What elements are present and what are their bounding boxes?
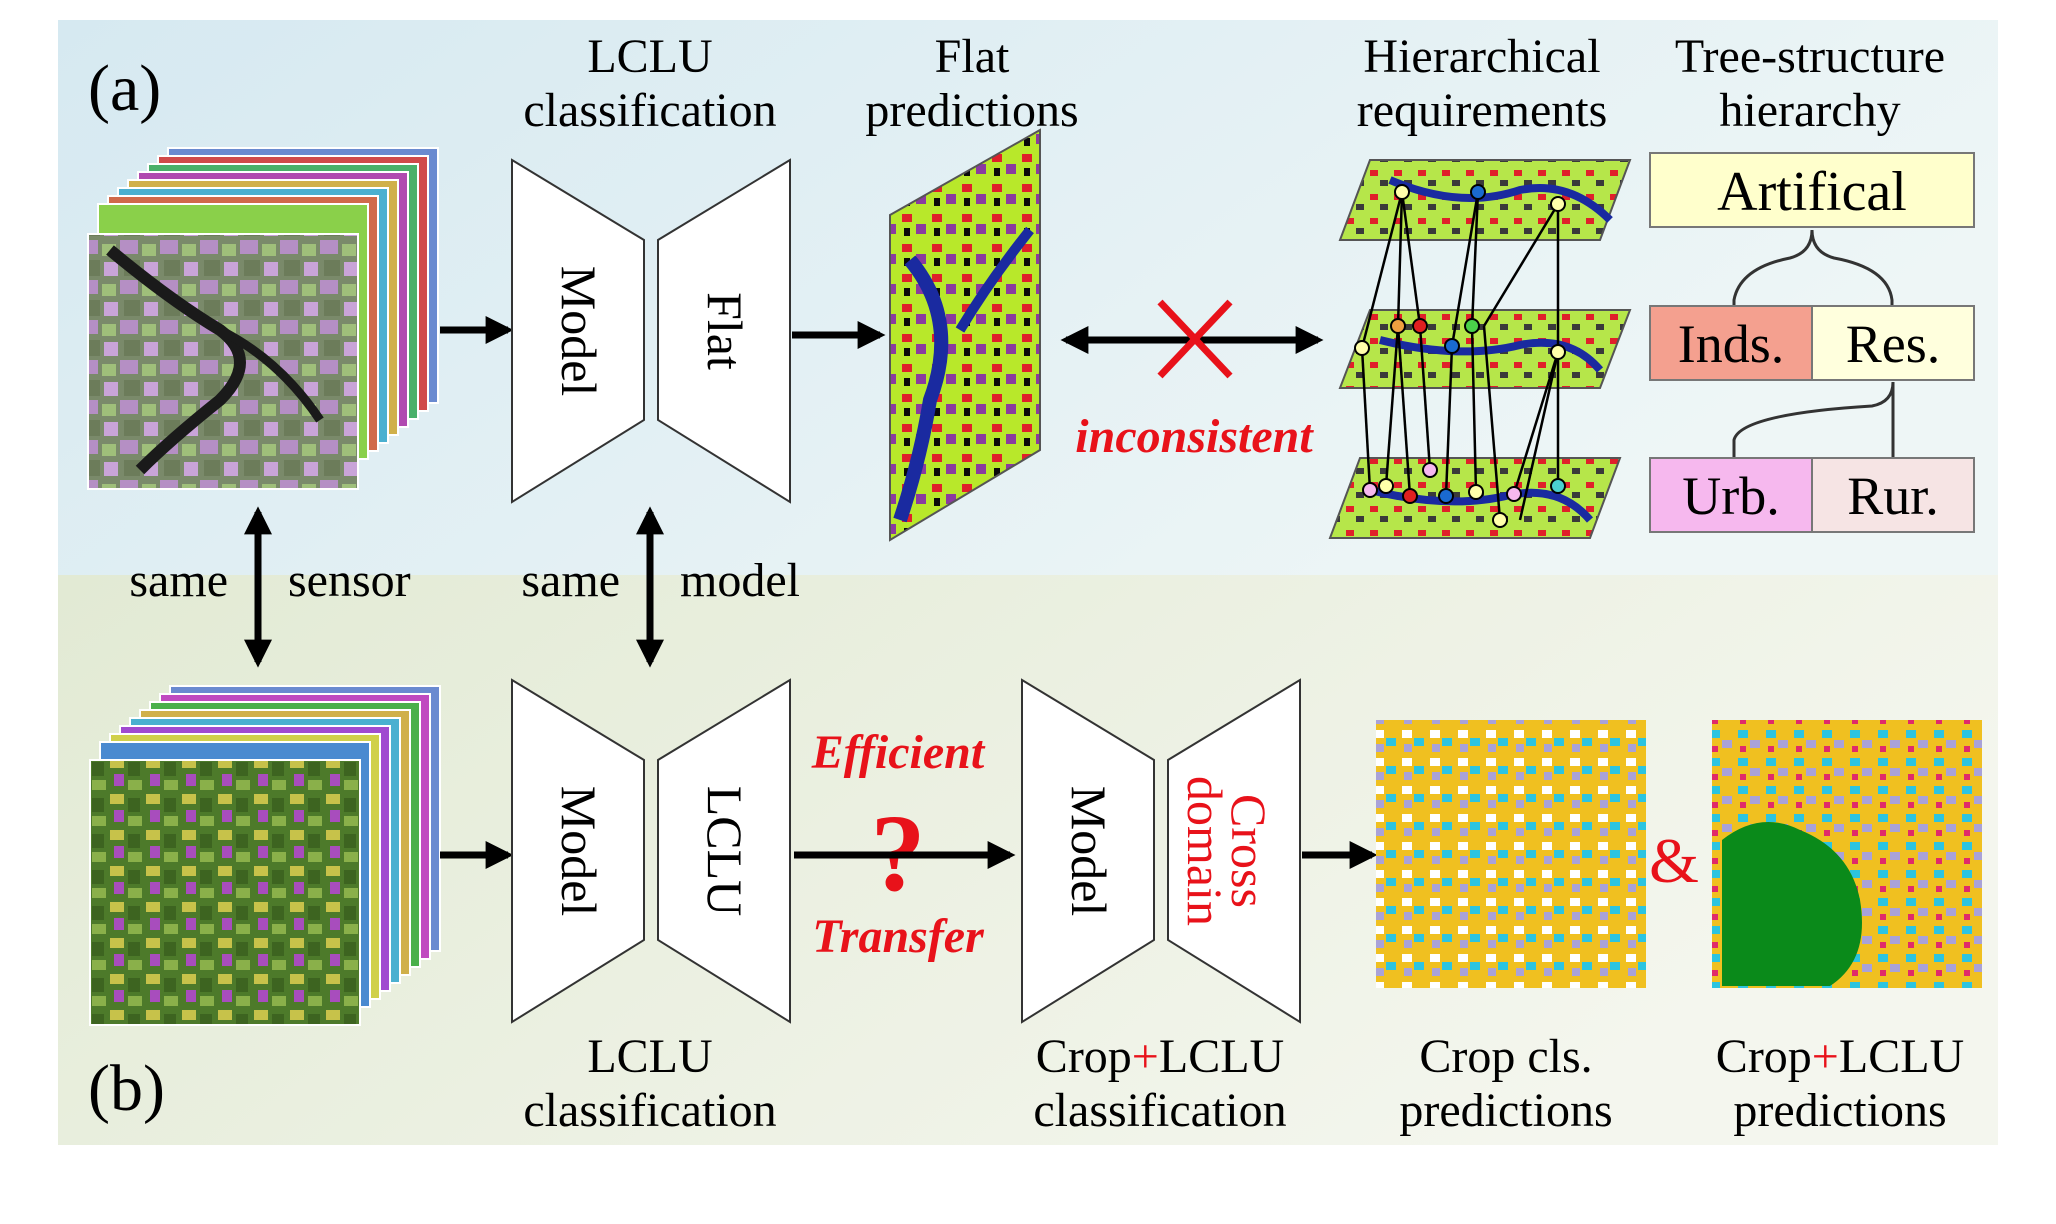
efficient-label: Efficient: [811, 726, 986, 779]
plus-sign-2: +: [1812, 1030, 1839, 1083]
lclu-header-line2: classification: [523, 84, 776, 137]
tree-urb-label: Urb.: [1682, 466, 1779, 526]
tree-node-inds: [1649, 305, 1813, 381]
ampersand: &: [1649, 825, 1699, 896]
same-sensor-left: same: [129, 554, 228, 607]
hierarchical-layers: [1328, 159, 1632, 539]
model-encoder-b2: [1021, 678, 1155, 1024]
flat-header-line2: predictions: [865, 84, 1078, 137]
satellite-image-stack-b: [89, 685, 441, 1026]
crop-lclu-prediction-map: [1712, 720, 1982, 988]
hier-header-line2: requirements: [1357, 84, 1608, 137]
tree-root-label: Artifical: [1717, 161, 1907, 223]
lclu-word-2: LCLU: [1839, 1030, 1964, 1083]
cross-domain-line2: domain: [1177, 776, 1233, 926]
same-sensor-right: sensor: [288, 554, 411, 607]
inconsistent-cross-icon: [1157, 299, 1233, 379]
tree-header-line1: Tree-structure: [1675, 30, 1945, 83]
cross-domain-decoder: [1167, 678, 1301, 1024]
cross-domain-line1: Cross: [1221, 794, 1277, 908]
lclu-header-line1: LCLU: [587, 30, 712, 83]
panel-a-label: (a): [88, 52, 161, 125]
flat-prediction-map: [889, 128, 1041, 542]
lclu-word: LCLU: [1159, 1030, 1284, 1083]
same-model-right: model: [680, 554, 800, 607]
flat-label-a: Flat: [697, 292, 753, 370]
crop-pred-footer-line2: predictions: [1399, 1084, 1612, 1137]
crop-lclu-classification-line2: classification: [1033, 1084, 1286, 1137]
tree-node-urb: [1649, 457, 1813, 533]
lclu-footer-line2: classification: [523, 1084, 776, 1137]
crop-lclu-pred-line1: Crop+LCLU: [1716, 1030, 1964, 1083]
tree-inds-label: Inds.: [1678, 314, 1785, 374]
tree-node-res: [1811, 305, 1975, 381]
lclu-decoder-b: [657, 678, 791, 1024]
lclu-label-b: LCLU: [697, 786, 753, 917]
hier-header-line1: Hierarchical: [1363, 30, 1600, 83]
satellite-image-stack-a: [87, 147, 439, 490]
tree-hierarchy: Artifical Inds. Res. Urb. Rur.: [1649, 152, 1975, 533]
crop-word: Crop: [1036, 1030, 1132, 1083]
lclu-footer-line1: LCLU: [587, 1030, 712, 1083]
panel-b-label: (b): [88, 1052, 165, 1125]
tree-rur-label: Rur.: [1847, 466, 1939, 526]
crop-lclu-classification-line1: Crop+LCLU: [1036, 1030, 1284, 1083]
crop-lclu-pred-line2: predictions: [1733, 1084, 1946, 1137]
tree-node-rur: [1811, 457, 1975, 533]
tree-res-label: Res.: [1846, 314, 1941, 374]
transfer-label: Transfer: [812, 910, 985, 963]
model-label-b: Model: [551, 786, 607, 917]
model-label-a: Model: [551, 266, 607, 397]
model-encoder-b: [511, 678, 645, 1024]
tree-node-artifical: [1649, 152, 1975, 228]
inconsistent-label: inconsistent: [1075, 410, 1314, 463]
same-model-left: same: [521, 554, 620, 607]
model-label-b2: Model: [1061, 786, 1117, 917]
tree-header-line2: hierarchy: [1719, 84, 1900, 137]
crop-prediction-map: [1376, 720, 1646, 988]
crop-pred-footer-line1: Crop cls.: [1419, 1030, 1592, 1083]
flat-header-line1: Flat: [935, 30, 1010, 83]
model-encoder-a: [511, 158, 645, 504]
crop-word-2: Crop: [1716, 1030, 1812, 1083]
plus-sign: +: [1132, 1030, 1159, 1083]
flat-decoder-a: [657, 158, 791, 504]
